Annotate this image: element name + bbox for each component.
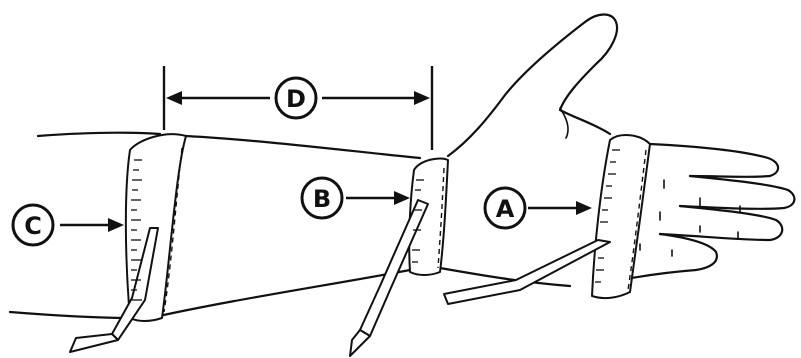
label-d-text: D [286,85,306,113]
label-c-text: C [24,212,42,240]
tape-a [444,135,650,304]
label-a: A [485,188,525,228]
label-b: B [302,178,342,218]
label-c: C [13,205,53,245]
label-a-text: A [496,195,515,223]
label-b-text: B [313,185,331,213]
label-d: D [276,78,316,118]
tape-b [350,158,448,356]
tape-c [70,134,186,352]
